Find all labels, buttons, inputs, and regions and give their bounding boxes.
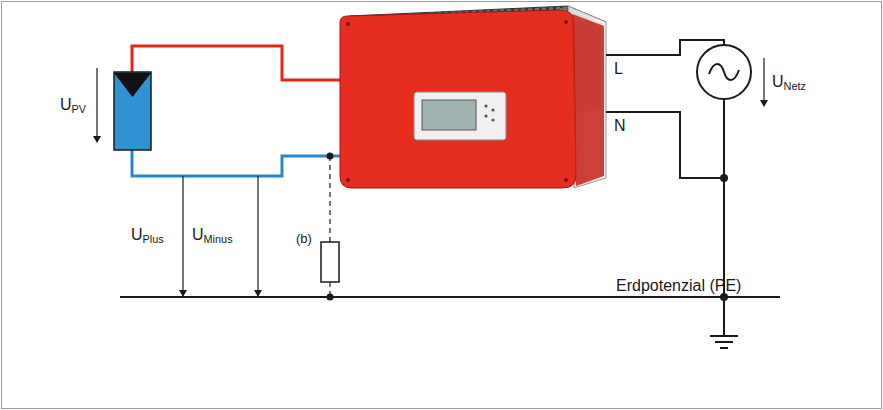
wire-label: N <box>614 117 626 135</box>
neutral-wire <box>606 112 724 178</box>
voltage-label: UNetz <box>772 73 806 91</box>
voltage-arrow <box>182 176 183 296</box>
voltage-arrow <box>763 58 764 106</box>
earth-line <box>120 296 780 298</box>
junction-dot <box>720 174 728 182</box>
voltage-arrow <box>257 176 258 296</box>
junction-dot <box>327 153 334 160</box>
wire-label: L <box>614 60 623 78</box>
junction-dot <box>327 294 334 301</box>
callout-label: (b) <box>296 232 312 246</box>
voltage-label: UMinus <box>192 226 233 244</box>
junction-dot <box>720 293 728 301</box>
voltage-label: UPV <box>60 96 86 114</box>
pv-module <box>114 72 151 150</box>
earth-label: Erdpotenzial (PE) <box>616 277 741 295</box>
sine-symbol <box>709 64 739 80</box>
earth-symbol <box>710 336 738 348</box>
ac-source-symbol <box>697 45 751 99</box>
pv-diode-symbol <box>114 73 151 97</box>
minus-wire <box>132 150 340 176</box>
voltage-label: UPlus <box>131 226 164 244</box>
voltage-arrow <box>96 68 97 142</box>
fuse-symbol <box>321 242 339 282</box>
plus-wire <box>132 46 340 80</box>
inverter <box>340 6 606 188</box>
